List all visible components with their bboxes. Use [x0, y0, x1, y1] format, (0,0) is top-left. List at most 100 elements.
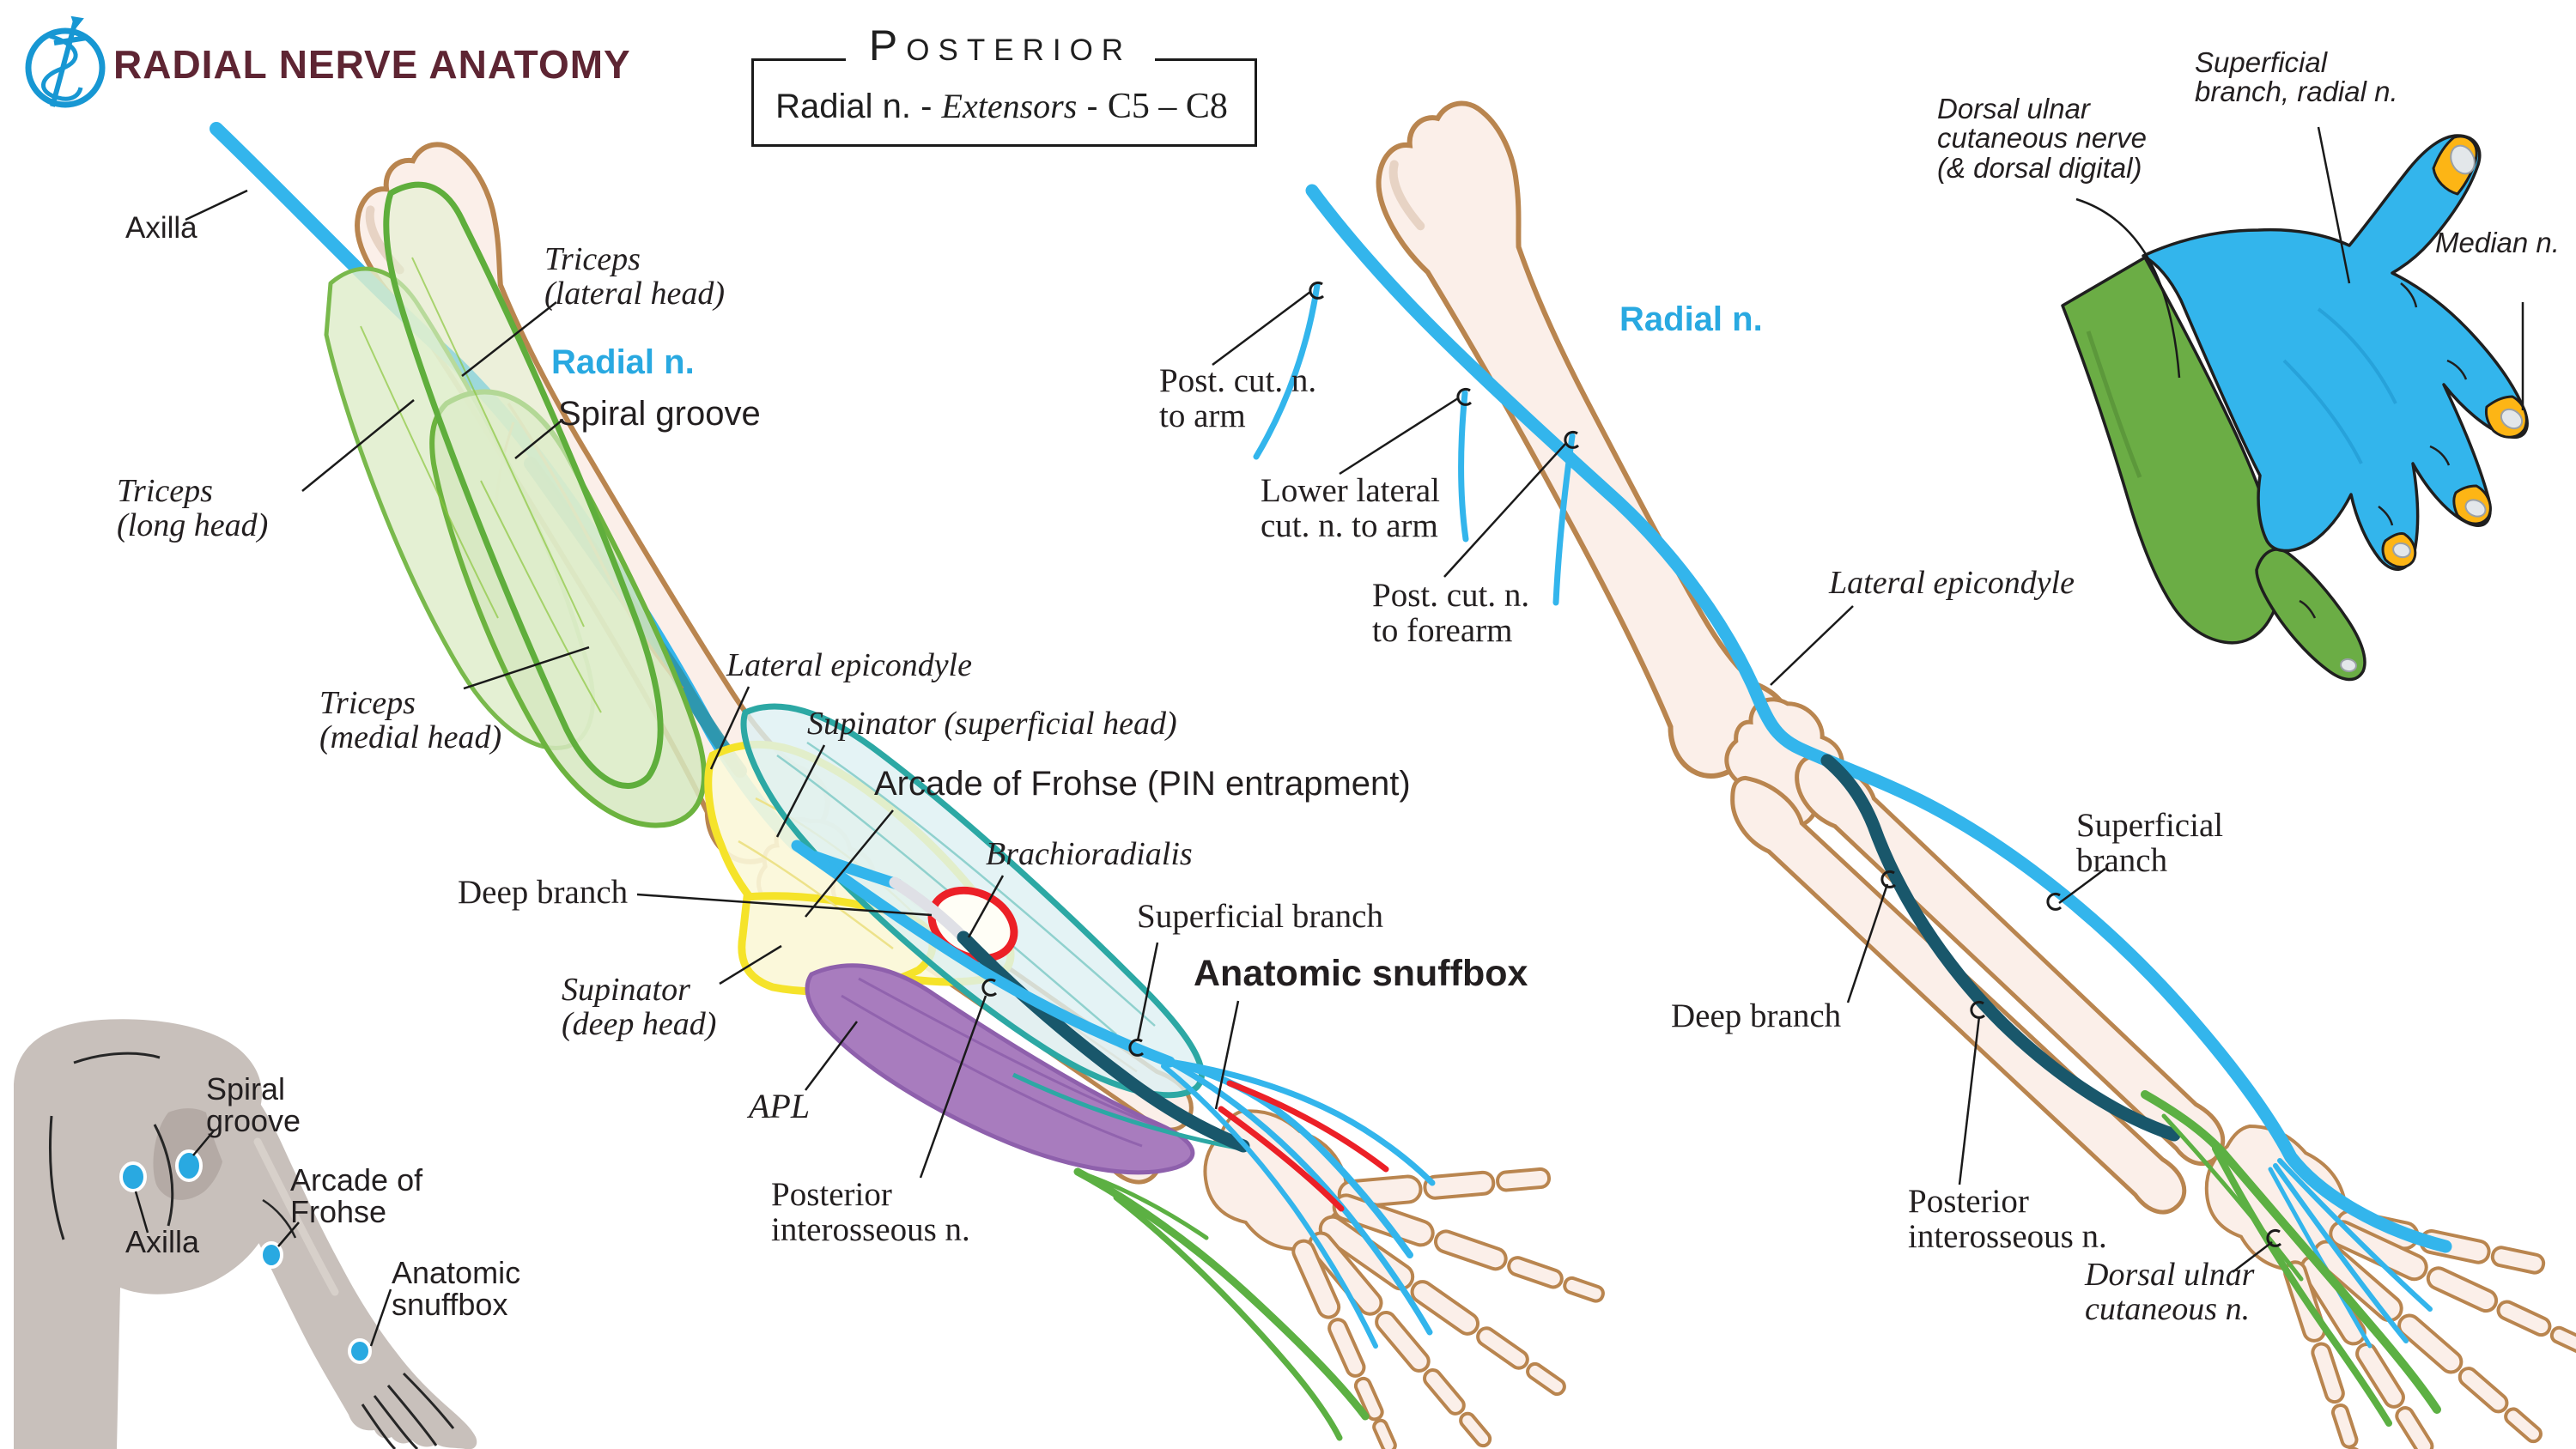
- leader-hooks: [981, 978, 1145, 1057]
- fingernails: [2340, 144, 2524, 673]
- label-spiral-groove-landmark: Spiral groove: [206, 1073, 301, 1137]
- label-anatomic-snuffbox: Anatomic snuffbox: [1194, 953, 1528, 994]
- body-crease-lines: [49, 1052, 455, 1449]
- label-line: interosseous n.: [1908, 1217, 2107, 1255]
- spiral-groove-dot: [175, 1149, 203, 1182]
- label-lateral-epicondyle: Lateral epicondyle: [726, 647, 972, 683]
- subtitle-part: Radial n. -: [775, 88, 933, 125]
- label-deep-branch-2: Deep branch: [1671, 997, 1842, 1034]
- muscular-arm-illustration: [185, 122, 1605, 1449]
- label-line: Triceps: [544, 241, 641, 277]
- label-triceps-medial: Triceps (medial head): [319, 685, 502, 755]
- landmark-arm-illustration: [14, 1019, 477, 1449]
- label-axilla-landmark: Axilla: [125, 1224, 200, 1259]
- label-line: Posterior: [1908, 1183, 2029, 1220]
- label-line: Triceps: [319, 685, 416, 721]
- label-line: snuffbox: [392, 1287, 508, 1323]
- label-dorsal-ulnar-hand: Dorsal ulnar cutaneous nerve (& dorsal d…: [1937, 94, 2147, 183]
- page-title: RADIAL NERVE ANATOMY: [113, 42, 631, 87]
- label-brachioradialis: Brachioradialis: [986, 836, 1193, 872]
- radial-nerve-path-2: [1305, 184, 2452, 1253]
- hand-sensory-map: [2061, 126, 2529, 682]
- label-line: Post. cut. n.: [1372, 577, 1530, 614]
- label-line: Spiral: [206, 1071, 286, 1106]
- label-superficial-branch: Superficial branch: [1137, 898, 1383, 935]
- label-line: to arm: [1159, 397, 1246, 434]
- label-lower-lateral: Lower lateral cut. n. to arm: [1261, 472, 1440, 544]
- label-line: cutaneous nerve: [1937, 122, 2148, 155]
- label-line: branch: [2076, 841, 2168, 879]
- label-spiral-groove: Spiral groove: [558, 395, 761, 433]
- apl-muscle: [805, 963, 1195, 1175]
- label-line: Dorsal ulnar: [2085, 1257, 2255, 1293]
- subtitle-part: C5 – C8: [1107, 87, 1228, 126]
- caduceus-icon: [25, 15, 106, 108]
- label-line: Supinator: [562, 972, 690, 1008]
- hand-map-leaders: [2075, 126, 2524, 410]
- digital-branches-2: [2268, 1158, 2433, 1349]
- label-posterior-interosseous: Posterior interosseous n.: [771, 1176, 970, 1248]
- label-superficial-branch-2: Superficial branch: [2076, 807, 2224, 879]
- label-line: Posterior: [771, 1176, 892, 1213]
- label-radial-n-2: Radial n.: [1619, 300, 1763, 338]
- label-line: Frohse: [290, 1194, 387, 1230]
- anatomic-snuffbox-lines: [1218, 1080, 1389, 1212]
- subtitle-part: Extensors: [941, 87, 1078, 125]
- label-line: (medial head): [319, 718, 502, 755]
- label-line: cut. n. to arm: [1261, 506, 1438, 544]
- label-lateral-epicondyle-2: Lateral epicondyle: [1829, 565, 2075, 601]
- deep-branch-white-segment: [889, 876, 969, 943]
- label-line: Post. cut. n.: [1159, 362, 1317, 399]
- tendon-line: [1012, 1072, 1242, 1151]
- label-line: (lateral head): [544, 275, 726, 312]
- label-line: (deep head): [562, 1005, 717, 1042]
- label-line: Arcade of: [290, 1162, 423, 1197]
- label-supinator-deep: Supinator (deep head): [562, 973, 716, 1041]
- green-pinky: [2255, 548, 2366, 682]
- label-post-cut-forearm: Post. cut. n. to forearm: [1372, 577, 1530, 649]
- arcade-dot: [259, 1241, 283, 1269]
- label-axilla: Axilla: [125, 211, 197, 245]
- label-line: branch, radial n.: [2195, 76, 2398, 108]
- label-arcade-landmark: Arcade of Frohse: [290, 1164, 422, 1228]
- label-line: Dorsal ulnar: [1937, 93, 2090, 124]
- label-line: groove: [206, 1103, 301, 1139]
- dorsal-green-nerves: [1073, 1167, 1370, 1441]
- landmark-leaders: [134, 1129, 392, 1347]
- ulnar-green-territory: [2061, 256, 2281, 645]
- label-superficial-radial-hand: Superficial branch, radial n.: [2195, 46, 2398, 108]
- label-line: Superficial: [2195, 46, 2328, 78]
- label-line: interosseous n.: [771, 1210, 970, 1248]
- label-arcade-of-frohse: Arcade of Frohse (PIN entrapment): [874, 765, 1411, 803]
- label-supinator-superficial: Supinator (superficial head): [807, 706, 1177, 742]
- knuckle-creases: [2299, 282, 2468, 619]
- header-subtitle: Radial n. - Extensors - C5 – C8: [751, 86, 1252, 127]
- label-snuffbox-landmark: Anatomic snuffbox: [392, 1257, 520, 1321]
- axilla-dot: [119, 1161, 147, 1192]
- label-line: Superficial: [2076, 807, 2224, 844]
- label-deep-branch: Deep branch: [458, 874, 629, 911]
- cutaneous-branches: [1253, 282, 1576, 606]
- label-radial-n: Radial n.: [551, 343, 695, 381]
- leader-hooks-2: [1309, 281, 2282, 1247]
- muscular-arm-leaders: [185, 189, 1240, 1179]
- forearm-bones-2: [1724, 697, 2226, 1215]
- landmark-dots: [119, 1149, 372, 1364]
- triceps-lateral-head-shape: [383, 181, 664, 789]
- triceps-muscles: [324, 181, 707, 828]
- label-line: (long head): [117, 506, 269, 543]
- arm-silhouette: [205, 1058, 477, 1449]
- radial-blue-territory: [2142, 134, 2529, 571]
- label-line: cutaneous n.: [2085, 1290, 2251, 1327]
- label-line: Triceps: [117, 473, 213, 509]
- skeletal-arm-illustration: [1212, 100, 2576, 1449]
- subtitle-part: -: [1086, 88, 1098, 125]
- view-heading: Posterior: [846, 21, 1155, 70]
- label-line: Lower lateral: [1261, 472, 1440, 509]
- label-post-cut-arm: Post. cut. n. to arm: [1159, 362, 1317, 434]
- skeletal-arm-leaders: [1212, 290, 2273, 1273]
- label-line: to forearm: [1372, 611, 1513, 649]
- label-posterior-interosseous-2: Posterior interosseous n.: [1908, 1183, 2107, 1255]
